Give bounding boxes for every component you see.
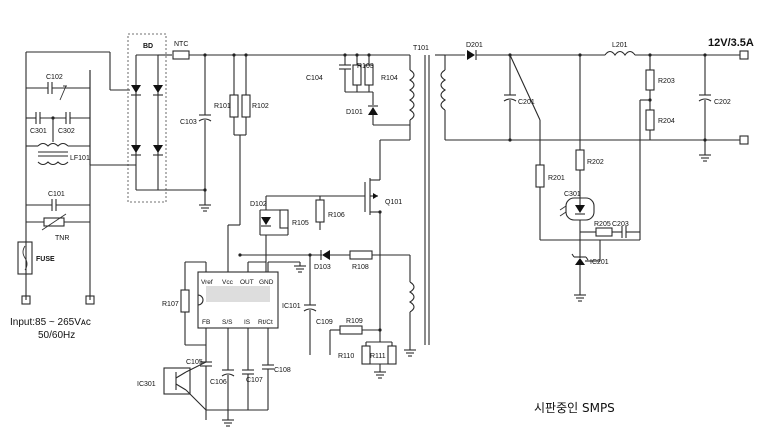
input-frequency-label: 50/60Hz [38,330,75,341]
label-d103: D103 [314,264,331,271]
pin-ss: S/S [222,319,233,326]
label-r111: R111 [370,353,386,360]
label-d201: D201 [466,42,483,49]
output-rating-label: 12V/3.5A [708,37,754,49]
pin-rtct: Rt/Ct [258,319,273,326]
label-c103: C103 [180,119,197,126]
label-c104: C104 [306,75,323,82]
label-r102: R102 [252,103,269,110]
component-labels: BD NTC C102 C301 C302 LF101 C101 TNR FUS… [10,37,754,415]
ic101-controller [163,224,306,427]
pin-vref: Vref [201,279,213,286]
label-q101: Q101 [385,199,402,206]
label-r106: R106 [328,212,345,219]
label-r108: R108 [352,264,369,271]
label-c301: C301 [30,128,47,135]
label-r110: R110 [338,353,354,360]
secondary-side [435,50,749,302]
label-ic301: IC301 [137,381,156,388]
label-c203: C203 [612,221,629,228]
label-c108: C108 [274,367,291,374]
label-c301-opto: C301 [564,191,581,198]
diagram-caption: 시판중인 SMPS [534,401,615,415]
label-c107: C107 [246,377,263,384]
label-bd: BD [143,43,153,50]
input-voltage-label: Input:85 ~ 265Vᴀᴄ [10,317,91,328]
label-fuse: FUSE [36,256,55,263]
label-c302: C302 [58,128,75,135]
pin-gnd: GND [259,279,274,286]
label-r205: R205 [594,221,611,228]
label-c101: C101 [48,191,65,198]
label-r202: R202 [587,159,604,166]
label-c105: C105 [186,359,203,366]
label-c106: C106 [210,379,227,386]
label-ic201: IC201 [590,259,609,266]
pin-out: OUT [240,279,254,286]
label-l201: L201 [612,42,628,49]
label-d101: D101 [346,109,363,116]
label-c109: C109 [316,319,333,326]
label-c202: C202 [714,99,731,106]
label-ntc: NTC [174,41,188,48]
label-c102: C102 [46,74,63,81]
label-r103: R103 [357,63,374,70]
label-r203: R203 [658,78,675,85]
label-r201: R201 [548,175,565,182]
label-r104: R104 [381,75,398,82]
bridge-rectifier [90,33,410,203]
label-r204: R204 [658,118,675,125]
primary-side [198,53,430,379]
label-r101: R101 [214,103,231,110]
label-lf101: LF101 [70,155,90,162]
label-r109: R109 [346,318,363,325]
label-ic101: IC101 [282,303,301,310]
label-t101: T101 [413,45,429,52]
pin-is: IS [244,319,251,326]
label-tnr: TNR [55,235,69,242]
label-d102: D102 [250,201,267,208]
label-r107: R107 [162,301,179,308]
pin-vcc: Vcc [222,279,234,286]
pin-fb: FB [202,319,210,326]
label-c201: C201 [518,99,535,106]
input-filter [17,51,130,305]
label-r105: R105 [292,220,309,227]
